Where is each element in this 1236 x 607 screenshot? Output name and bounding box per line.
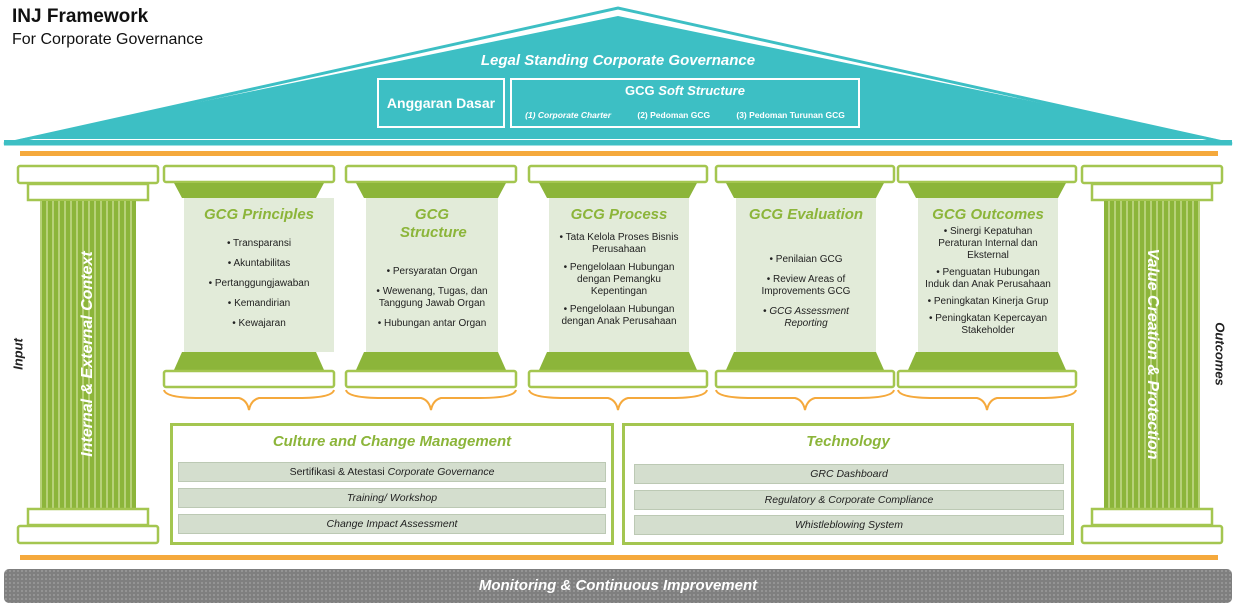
right-side-column [1080, 164, 1224, 545]
list-item: Tata Kelola Proses Bisnis Perusahaan [555, 232, 683, 256]
pillar-graphics [16, 164, 1224, 545]
pillar-list: Penilaian GCG Review Areas of Improvemen… [736, 254, 876, 330]
pillar-frame-structure [344, 164, 518, 411]
pillar-title: GCG Structure [400, 206, 467, 241]
pillar-frame-principles [162, 164, 336, 411]
pillar-title: GCG Process [570, 206, 668, 223]
technology-row: Whistleblowing System [634, 515, 1064, 535]
list-item: Peningkatan Kepercayan Stakeholder [924, 313, 1052, 337]
soft-structure-title: GCG Soft Structure [512, 83, 858, 98]
pillar-frame-evaluation [714, 164, 896, 411]
list-item: Hubungan antar Organ [372, 318, 492, 330]
culture-row: Training/ Workshop [178, 488, 606, 508]
pillar-principles: GCG Principles Transparansi Akuntabilita… [184, 198, 334, 352]
soft-structure-box: GCG Soft Structure (1) Corporate Charter… [510, 78, 860, 128]
list-item: Pertanggungjawaban [190, 278, 328, 290]
list-item: Review Areas of Improvements GCG [742, 274, 870, 298]
pillar-list: Transparansi Akuntabilitas Pertanggungja… [184, 238, 334, 330]
soft-structure-prefix: GCG [625, 83, 659, 98]
culture-row-prefix: Sertifikasi & Atestasi [289, 466, 388, 478]
pillar-title: GCG Evaluation [748, 206, 864, 223]
roof-fill [20, 16, 1216, 139]
pillar-title: GCG Principles [203, 206, 315, 223]
list-item: Kemandirian [190, 298, 328, 310]
technology-row: GRC Dashboard [634, 464, 1064, 484]
soft-item: (1) Corporate Charter [525, 110, 612, 120]
list-item: Transparansi [190, 238, 328, 250]
framework-title: INJ Framework [12, 6, 149, 27]
pillar-frame-outcomes [896, 164, 1078, 411]
left-column-label: Internal & External Context [79, 251, 96, 457]
pillar-list: Sinergi Kepatuhan Peraturan Internal dan… [918, 226, 1058, 337]
input-label: Input [10, 338, 26, 370]
right-column-label: Value Creation & Protection [1144, 248, 1161, 460]
list-item: Akuntabilitas [190, 258, 328, 270]
list-item: Pengelolaan Hubungan dengan Pemangku Kep… [555, 262, 683, 298]
roof-base [4, 140, 1232, 145]
culture-row: Change Impact Assessment [178, 514, 606, 534]
outcomes-label: Outcomes [1212, 322, 1228, 386]
soft-item: (2) Pedoman GCG [637, 110, 711, 120]
list-item: Pengelolaan Hubungan dengan Anak Perusah… [555, 304, 683, 328]
list-item: Peningkatan Kinerja Grup [924, 296, 1052, 308]
list-item: Persyaratan Organ [372, 266, 492, 278]
soft-structure-items: (1) Corporate Charter (2) Pedoman GCG (3… [512, 110, 858, 120]
pillar-structure: GCG Structure Persyaratan Organ Wewenang… [366, 198, 498, 352]
technology-row: Regulatory & Corporate Compliance [634, 490, 1064, 510]
left-side-column [16, 164, 160, 545]
orange-bar-bottom [20, 555, 1218, 560]
list-item: Kewajaran [190, 318, 328, 330]
anggaran-dasar-box: Anggaran Dasar [377, 78, 505, 128]
roof-graphic [3, 6, 1233, 146]
technology-title: Technology [806, 433, 890, 450]
pillar-list: Tata Kelola Proses Bisnis Perusahaan Pen… [549, 232, 689, 328]
culture-title: Culture and Change Management [272, 433, 512, 450]
technology-section: Technology GRC Dashboard Regulatory & Co… [622, 423, 1074, 545]
list-item: Penilaian GCG [742, 254, 870, 266]
pillar-evaluation: GCG Evaluation Penilaian GCG Review Area… [736, 198, 876, 352]
culture-row-em: Corporate Governance [387, 466, 495, 478]
pillar-process: GCG Process Tata Kelola Proses Bisnis Pe… [549, 198, 689, 352]
monitoring-band: Monitoring & Continuous Improvement [4, 569, 1232, 603]
pillar-title: GCG Outcomes [932, 206, 1044, 223]
list-item: GCG Assessment Reporting [742, 306, 870, 330]
pillar-frame-process [527, 164, 709, 411]
list-item: Penguatan Hubungan Induk dan Anak Perusa… [924, 267, 1052, 291]
culture-section: Culture and Change Management Sertifikas… [170, 423, 614, 545]
culture-row: Sertifikasi & Atestasi Corporate Governa… [178, 462, 606, 482]
framework-subtitle: For Corporate Governance [12, 31, 204, 48]
pillar-outcomes: GCG Outcomes Sinergi Kepatuhan Peraturan… [918, 198, 1058, 352]
roof-title: Legal Standing Corporate Governance [480, 52, 756, 69]
orange-bar-top [20, 151, 1218, 156]
list-item: Sinergi Kepatuhan Peraturan Internal dan… [924, 226, 1052, 262]
soft-structure-em: Soft Structure [658, 83, 745, 98]
list-item: Wewenang, Tugas, dan Tanggung Jawab Orga… [372, 286, 492, 310]
soft-item: (3) Pedoman Turunan GCG [736, 110, 845, 120]
pillar-list: Persyaratan Organ Wewenang, Tugas, dan T… [366, 266, 498, 330]
